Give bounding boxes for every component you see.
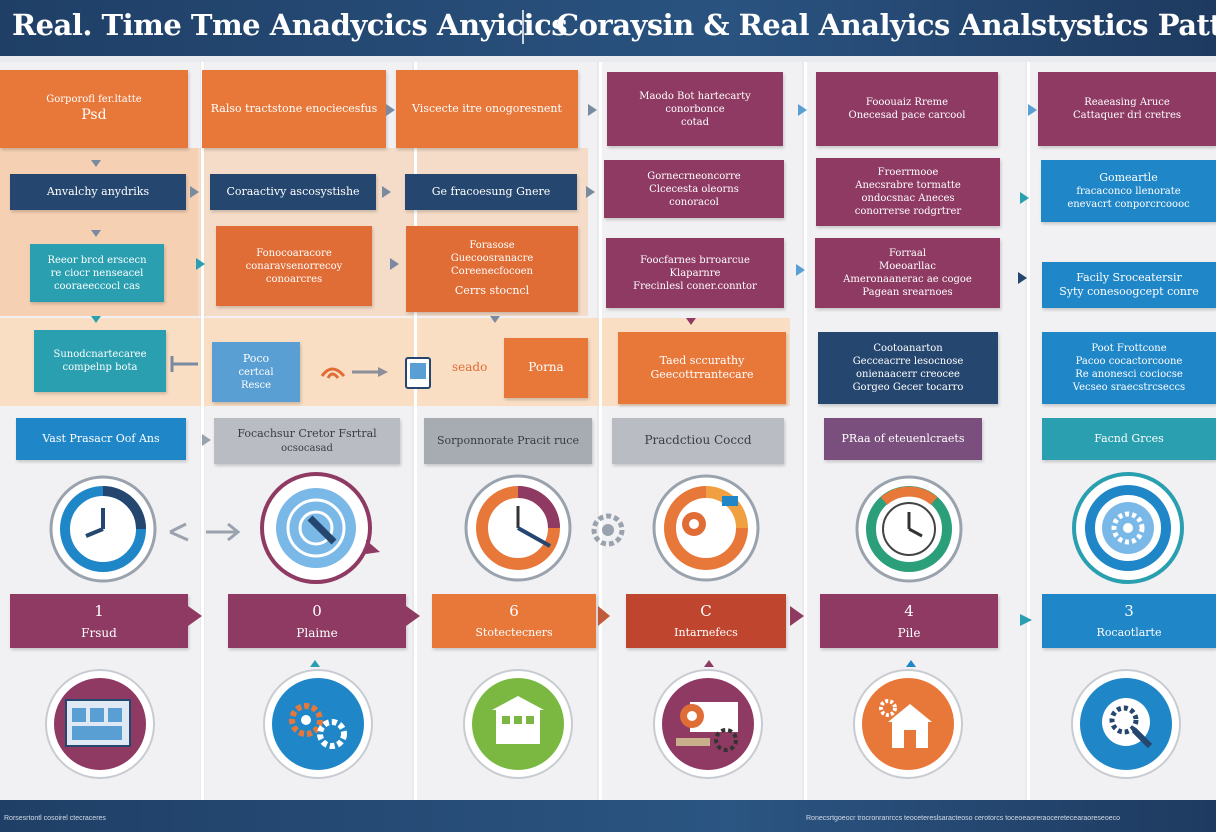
flow-arrow [91,160,101,167]
process-box-r1-c3: Viscecte itre onogoresnent [396,70,578,148]
step-arrow [1020,614,1032,626]
step-arrow [598,606,610,626]
column-divider [804,62,807,800]
footer-left-text: Rorsesrtontl cosoirel ctecraceres [4,815,106,822]
process-box-r4-c3: Porna [504,338,588,398]
flow-arrow [588,104,597,116]
target-radar-icon [260,472,380,584]
wall-clock-icon [855,475,963,583]
title-right: Coraysin & Real Analyics Analstystics Pa… [556,8,1216,42]
flow-arrow [390,258,399,270]
warehouse-icon [463,669,573,779]
pie-clock-icon [464,474,572,582]
flow-arrow [91,230,101,237]
process-box-r5-c5: PRaa of eteuenlcraets [824,418,982,460]
process-box-r2-c2: Coraactivy ascosystishe [210,174,376,210]
factory-gear-icon [653,669,763,779]
connector-icon [170,356,198,372]
arrow-connector-icon [169,522,241,542]
magnifier-gear-icon [1071,669,1181,779]
flow-arrow [386,104,395,116]
gear-connector-icon [591,513,625,547]
gear-ring-icon [1072,472,1184,584]
wifi-icon [320,367,346,378]
process-box-r2-c1: Anvalchy anydriks [10,174,186,210]
flow-arrow [91,316,101,323]
process-box-r1-c2: Ralso tractstone enociecesfus [202,70,386,148]
flow-arrow [202,434,211,446]
flow-arrow [1028,104,1037,116]
step-arrow [406,606,420,626]
flow-arrow [796,264,805,276]
gears-icon [263,669,373,779]
process-box-r5-c3: Sorponnorate Pracit ruce [424,418,592,464]
flow-arrow [190,186,199,198]
flow-arrow [1018,272,1027,284]
process-box-r2-c3: Ge fracoesung Gnere [405,174,577,210]
donut-chart-icon [652,474,760,582]
footer-bar: Rorsesrtontl cosoirel ctecraceres Ronecs… [0,800,1216,832]
process-box-r5-c4: Pracdctiou Coccd [612,418,784,464]
title-left: Real. Time Tme Anadycics Anyicics [12,8,568,42]
title-banner: Real. Time Tme Anadycics Anyicics Corays… [0,0,1216,56]
footer-right-text: Ronecsrtgoeocr trocronranrccs teoceteres… [806,815,1120,822]
column-divider [201,62,204,800]
flow-icons-strip [320,357,431,389]
column-divider [414,62,417,800]
flow-arrow [1020,192,1029,204]
flow-arrow [196,258,205,270]
flow-arrow [686,318,696,325]
building-window-icon [45,669,155,779]
flow-arrow [310,660,320,667]
flow-arrow [490,316,500,323]
column-divider [599,62,602,800]
flow-arrow [586,186,595,198]
clock-gauge-icon [49,475,157,583]
step-arrow [790,606,804,626]
flow-arrow [382,186,391,198]
title-divider [522,10,524,44]
flow-arrow [798,104,807,116]
process-box-r5-c6: Facnd Grces [1042,418,1216,460]
house-gear-icon [853,669,963,779]
column-divider [1027,62,1030,800]
step-arrow [188,606,202,626]
flow-arrow [704,660,714,667]
flow-arrow [906,660,916,667]
seado-label: seado [452,360,488,374]
process-box-r5-c1: Vast Prasacr Oof Ans [16,418,186,460]
